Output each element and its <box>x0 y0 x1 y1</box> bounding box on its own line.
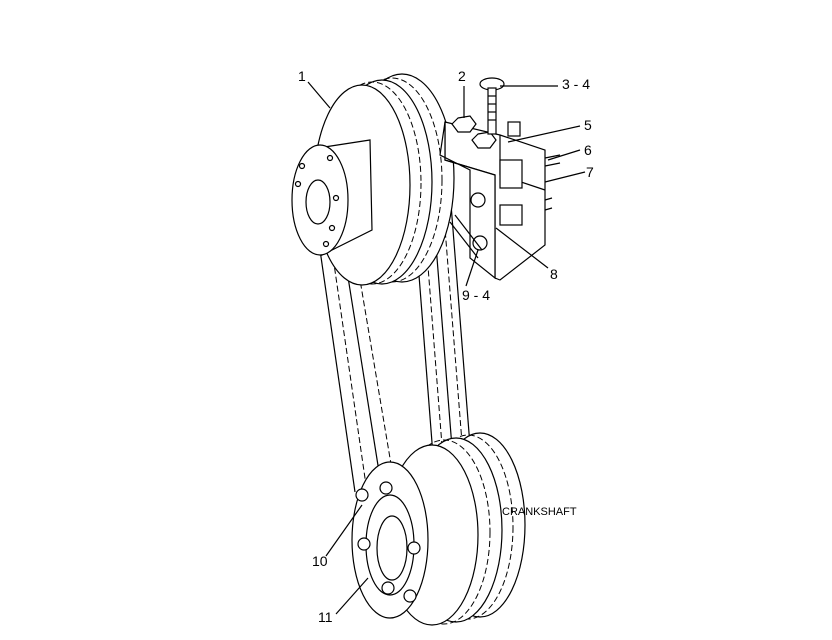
callout-5: 5 <box>584 117 592 133</box>
adjusting-bolt <box>479 77 505 135</box>
callout-11: 11 <box>318 609 333 625</box>
tensioner-bracket <box>439 115 561 281</box>
callout-10: 10 <box>312 553 328 569</box>
callout-9-4: 9 - 4 <box>462 287 490 303</box>
leader-lines <box>307 81 586 615</box>
crankshaft-pulley <box>351 432 526 626</box>
callout-7: 7 <box>586 164 594 180</box>
callout-1: 1 <box>298 68 306 84</box>
upper-pulley <box>291 73 455 286</box>
callout-3-4: 3 - 4 <box>562 76 590 92</box>
crankshaft-label: CRANKSHAFT <box>502 506 577 518</box>
callout-2: 2 <box>458 68 466 84</box>
callout-8: 8 <box>550 266 558 282</box>
callout-6: 6 <box>584 142 592 158</box>
